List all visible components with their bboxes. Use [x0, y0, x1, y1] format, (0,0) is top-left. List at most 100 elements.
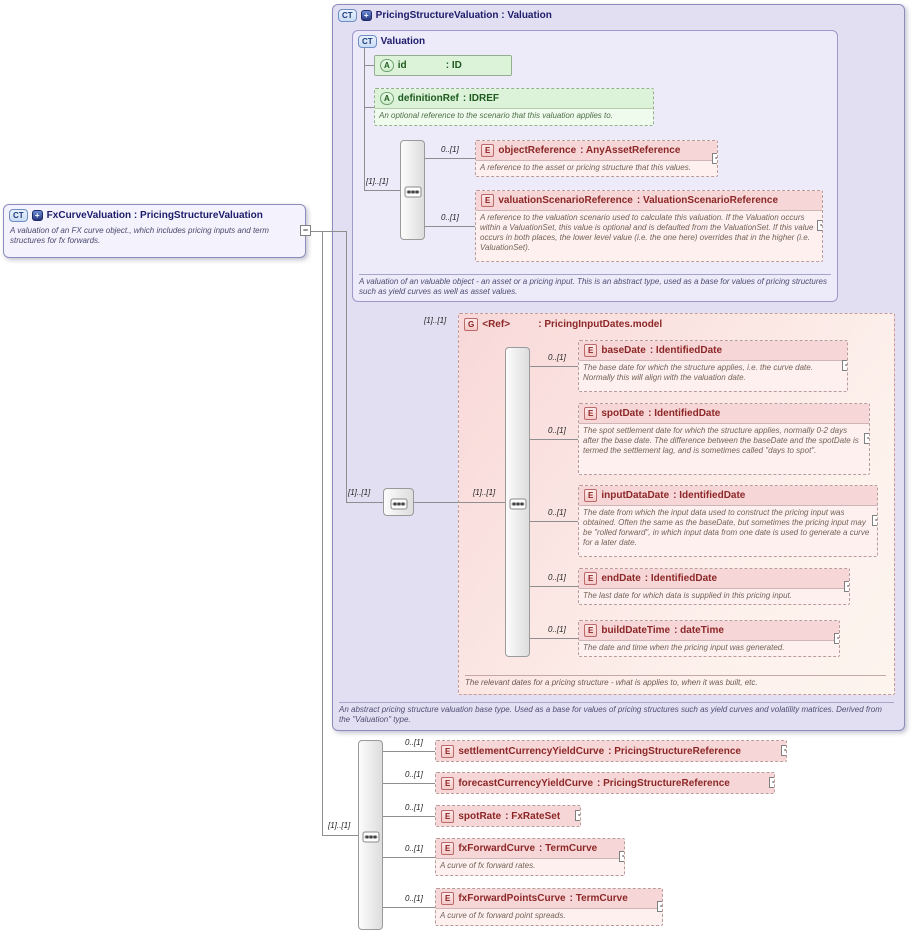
- connector-line: [530, 586, 578, 587]
- sequence-icon: [362, 830, 379, 843]
- connector-line: [322, 835, 358, 836]
- sequence-compositor[interactable]: [400, 140, 425, 240]
- element-icon: E: [441, 892, 455, 905]
- element-documentation: The date from which the input data used …: [579, 505, 877, 550]
- element-spotDate-box[interactable]: E spotDate : IdentifiedDate The spot set…: [578, 403, 870, 475]
- connector-line: [530, 366, 578, 367]
- attribute-definitionRef-box[interactable]: A definitionRef : IDREF An optional refe…: [374, 88, 654, 126]
- connector-line: [364, 65, 374, 66]
- connector-line: [530, 439, 578, 440]
- connector-line: [364, 190, 400, 191]
- element-icon: E: [584, 489, 598, 502]
- attribute-documentation: An optional reference to the scenario th…: [375, 108, 653, 123]
- connector-line: [425, 226, 475, 227]
- element-baseDate-box[interactable]: E baseDate : IdentifiedDate The base dat…: [578, 340, 848, 392]
- connector-line: [530, 638, 578, 639]
- type-documentation: A valuation of an valuable object - an a…: [359, 274, 831, 297]
- element-type: : AnyAssetReference: [580, 145, 681, 156]
- occurs-label: 0..[1]: [548, 573, 566, 582]
- expand-icon[interactable]: +: [842, 360, 847, 371]
- sequence-icon: [404, 185, 421, 198]
- expand-icon[interactable]: +: [657, 901, 662, 912]
- occurs-label: 0..[1]: [405, 738, 423, 747]
- type-title: Valuation: [380, 35, 426, 47]
- occurs-label: 0..[1]: [548, 625, 566, 634]
- sequence-compositor[interactable]: [383, 488, 414, 516]
- expand-icon[interactable]: +: [712, 152, 717, 164]
- occurs-label: 0..[1]: [405, 770, 423, 779]
- attribute-name: definitionRef: [397, 93, 459, 104]
- element-type: : IdentifiedDate: [648, 408, 721, 419]
- type-header-valuation[interactable]: CT Valuation: [353, 31, 837, 51]
- type-header-pricing-structure-valuation[interactable]: CT + PricingStructureValuation : Valuati…: [333, 5, 904, 25]
- connector-line: [322, 231, 323, 836]
- expand-icon[interactable]: +: [872, 515, 877, 526]
- element-type: : TermCurve: [569, 893, 628, 904]
- occurs-label: 0..[1]: [441, 145, 459, 154]
- element-objectReference-box[interactable]: E objectReference : AnyAssetReference A …: [475, 140, 718, 177]
- element-icon: E: [481, 144, 495, 157]
- occurs-label: [1]..[1]: [473, 488, 496, 497]
- occurs-label: [1]..[1]: [366, 177, 389, 186]
- occurs-label: [1]..[1]: [424, 316, 447, 325]
- element-icon: E: [584, 572, 598, 585]
- element-name: fxForwardCurve: [458, 843, 536, 854]
- connector-line: [383, 783, 435, 784]
- element-icon: E: [441, 842, 455, 855]
- expand-icon[interactable]: +: [781, 745, 786, 756]
- type-title: PricingStructureValuation : Valuation: [375, 9, 552, 21]
- element-endDate-box[interactable]: E endDate : IdentifiedDate The last date…: [578, 568, 850, 605]
- sequence-icon: [509, 497, 526, 510]
- sequence-compositor[interactable]: [505, 347, 530, 657]
- attribute-icon: A: [380, 92, 394, 105]
- complex-type-icon: CT: [338, 8, 357, 22]
- connector-line: [383, 857, 435, 858]
- element-fxForwardPointsCurve-box[interactable]: E fxForwardPointsCurve : TermCurve A cur…: [435, 888, 663, 926]
- element-name: valuationScenarioReference: [498, 195, 633, 206]
- element-type: : PricingStructureReference: [608, 745, 741, 757]
- occurs-label: 0..[1]: [548, 353, 566, 362]
- element-type: : TermCurve: [539, 843, 598, 854]
- element-name: spotRate: [458, 810, 502, 822]
- derivation-icon: +: [31, 209, 43, 221]
- group-header[interactable]: G <Ref> : PricingInputDates.model: [459, 314, 894, 334]
- expand-icon[interactable]: +: [575, 810, 580, 821]
- connector-line: [425, 158, 475, 159]
- element-valuationScenarioReference-box[interactable]: E valuationScenarioReference : Valuation…: [475, 190, 823, 262]
- element-fxForwardCurve-box[interactable]: E fxForwardCurve : TermCurve A curve of …: [435, 838, 625, 876]
- expand-icon[interactable]: +: [619, 851, 624, 862]
- collapse-icon[interactable]: −: [300, 225, 311, 236]
- occurs-label: 0..[1]: [405, 894, 423, 903]
- element-name: settlementCurrencyYieldCurve: [458, 745, 605, 757]
- element-documentation: A curve of fx forward point spreads.: [436, 908, 662, 923]
- element-type: : IdentifiedDate: [644, 573, 718, 584]
- element-spotRate-box[interactable]: E spotRate : FxRateSet +: [435, 805, 581, 827]
- element-name: endDate: [601, 573, 641, 584]
- element-name: inputDataDate: [601, 490, 670, 501]
- element-icon: E: [441, 744, 455, 758]
- connector-line: [383, 907, 435, 908]
- sequence-compositor[interactable]: [358, 740, 383, 930]
- root-type-documentation: A valuation of an FX curve object., whic…: [10, 226, 269, 245]
- expand-icon[interactable]: +: [844, 580, 849, 592]
- element-buildDateTime-box[interactable]: E buildDateTime : dateTime The date and …: [578, 620, 840, 657]
- expand-icon[interactable]: +: [834, 632, 839, 644]
- occurs-label: 0..[1]: [405, 803, 423, 812]
- element-type: : ValuationScenarioReference: [636, 195, 779, 206]
- element-icon: E: [584, 407, 598, 420]
- attribute-id-box[interactable]: A id : ID: [374, 55, 512, 76]
- element-forecastCurrencyYieldCurve-box[interactable]: E forecastCurrencyYieldCurve : PricingSt…: [435, 772, 775, 794]
- element-inputDataDate-box[interactable]: E inputDataDate : IdentifiedDate The dat…: [578, 485, 878, 557]
- element-settlementCurrencyYieldCurve-box[interactable]: E settlementCurrencyYieldCurve : Pricing…: [435, 740, 787, 762]
- root-type-header[interactable]: CT + FxCurveValuation : PricingStructure…: [4, 205, 305, 225]
- expand-icon[interactable]: +: [817, 220, 822, 231]
- fx-curve-valuation-root-box[interactable]: CT + FxCurveValuation : PricingStructure…: [3, 204, 311, 258]
- element-icon: E: [584, 624, 598, 637]
- connector-line: [383, 816, 435, 817]
- group-name: <Ref>: [482, 318, 511, 330]
- expand-icon[interactable]: +: [769, 777, 774, 788]
- root-type-title: FxCurveValuation : PricingStructureValua…: [46, 209, 263, 221]
- complex-type-icon: CT: [9, 208, 28, 222]
- expand-icon[interactable]: +: [864, 433, 869, 444]
